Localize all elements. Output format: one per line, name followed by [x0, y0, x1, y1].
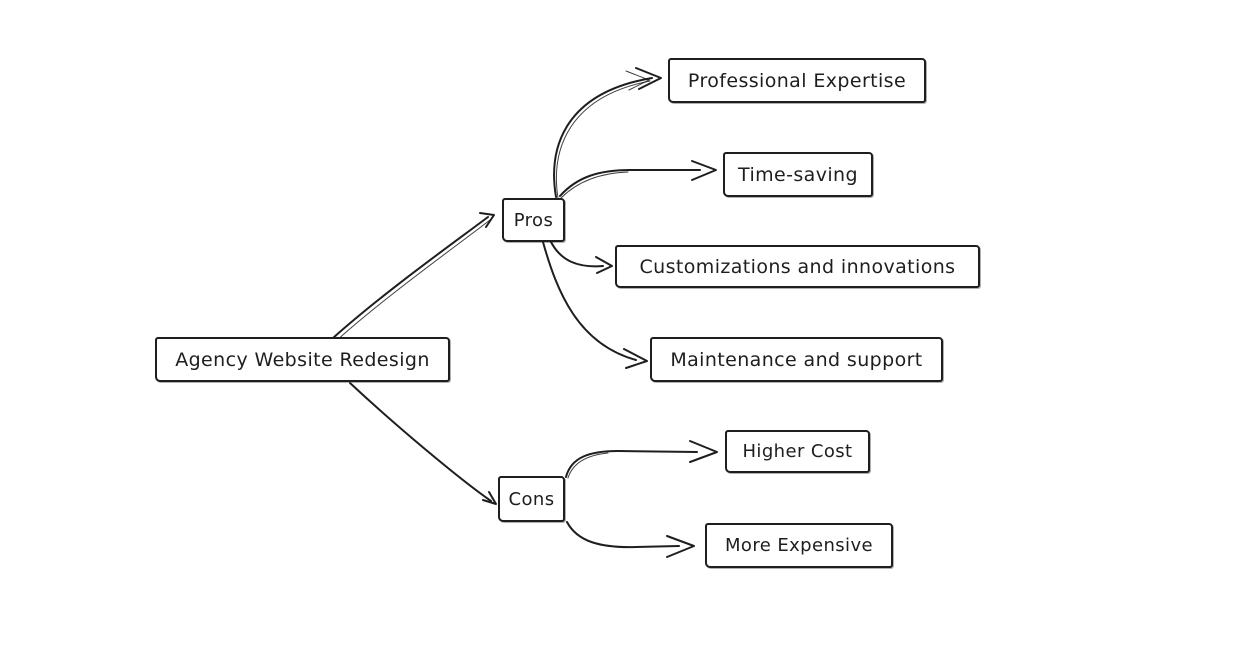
node-professional-expertise-label: Professional Expertise: [687, 69, 907, 92]
node-more-expensive[interactable]: More Expensive: [705, 523, 893, 568]
node-higher-cost[interactable]: Higher Cost: [725, 430, 870, 473]
node-agency-website-redesign[interactable]: Agency Website Redesign: [155, 337, 450, 382]
node-time-saving[interactable]: Time-saving: [723, 152, 873, 197]
node-pros[interactable]: Pros: [502, 198, 565, 242]
arrow-pros-to-customizations[interactable]: [550, 241, 613, 274]
node-customizations-and-innovations[interactable]: Customizations and innovations: [615, 245, 980, 288]
arrow-cons-to-more-expensive[interactable]: [566, 521, 695, 558]
node-higher-cost-label: Higher Cost: [742, 441, 853, 462]
arrow-pros-to-professional-expertise[interactable]: [553, 67, 662, 199]
arrow-root-to-cons[interactable]: [349, 382, 497, 505]
arrow-root-to-pros[interactable]: [332, 212, 495, 342]
node-agency-website-redesign-label: Agency Website Redesign: [175, 348, 430, 371]
node-cons[interactable]: Cons: [498, 476, 565, 522]
node-maintenance-and-support[interactable]: Maintenance and support: [650, 337, 943, 382]
node-more-expensive-label: More Expensive: [725, 535, 873, 556]
node-customizations-and-innovations-label: Customizations and innovations: [639, 255, 956, 278]
node-cons-label: Cons: [508, 488, 555, 510]
arrow-pros-to-time-saving[interactable]: [559, 160, 717, 199]
node-pros-label: Pros: [513, 209, 554, 231]
arrow-pros-to-maintenance[interactable]: [542, 241, 648, 369]
node-professional-expertise[interactable]: Professional Expertise: [668, 58, 926, 103]
node-maintenance-and-support-label: Maintenance and support: [670, 348, 923, 371]
arrow-cons-to-higher-cost[interactable]: [565, 440, 718, 479]
node-time-saving-label: Time-saving: [738, 163, 858, 186]
